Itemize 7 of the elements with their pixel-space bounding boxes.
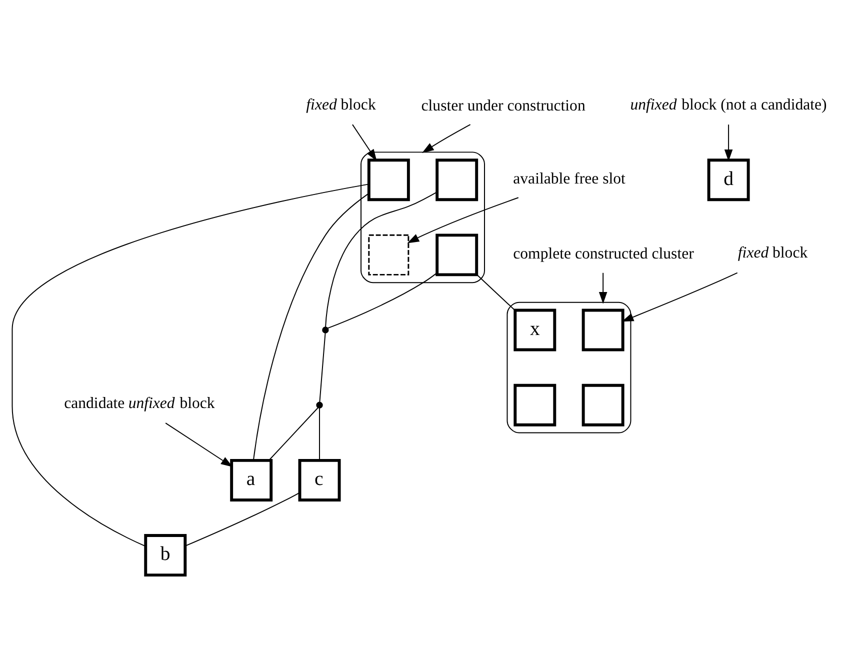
- node-text: available free slot: [513, 170, 626, 188]
- node-text: unfixed block (not a candidate): [630, 96, 827, 113]
- node-text: complete constructed cluster: [513, 245, 694, 262]
- node-text: fixed block: [738, 244, 808, 262]
- node-text: fixed block: [306, 96, 376, 113]
- node-text: candidate unfixed block: [64, 394, 215, 412]
- node-text: cluster under construction: [421, 96, 586, 114]
